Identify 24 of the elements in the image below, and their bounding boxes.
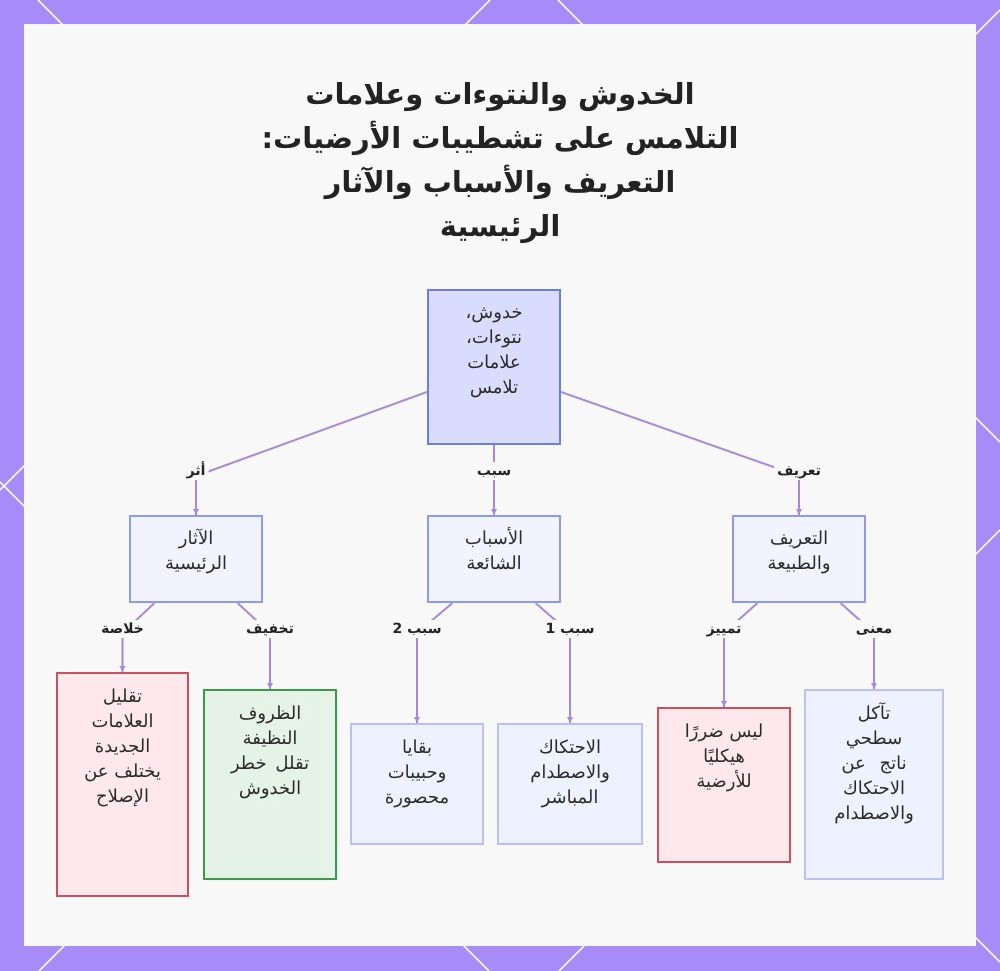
node-text: الاحتكاك والاصطدام المباشر [529,736,611,810]
node-text: ليس ضررًا هيكليًا للأرضية [684,720,764,794]
detail-box [497,723,643,845]
title: الخدوش والنتوءات وعلامات التلامس على تشطيبات الأرضيات: التعريف والأسباب والآثار الرئيسية [262,76,738,246]
connector [560,391,802,515]
node-text: التعريف والطبيعة [766,527,832,576]
node-text: خدوش، نتوءات، علامات تلامس [464,301,524,400]
topic-box [427,289,561,445]
node-text: الأسباب الشائعة [464,526,524,576]
node-text: بقايا وحبيبات محصورة [384,736,450,810]
tip-box [203,689,337,880]
category-box [732,515,866,603]
edge-label: أثر [184,462,208,480]
node-text: تآكل سطحي ناتج عن الاحتكاك والاصطدام [833,701,915,826]
node-text: الآثار الرئيسية [164,527,228,576]
node-text: الظروف النظيفة تقلل خطر الخدوش [229,702,310,801]
detail-box [804,689,944,880]
detail-box [350,723,484,845]
warning-box [56,672,189,897]
category-box [129,515,263,603]
category-box [427,515,561,603]
node-text: تقليل العلامات الجديدة يختلف عن الإصلاح [83,685,162,809]
warning-box [657,707,791,863]
connector [193,391,428,515]
